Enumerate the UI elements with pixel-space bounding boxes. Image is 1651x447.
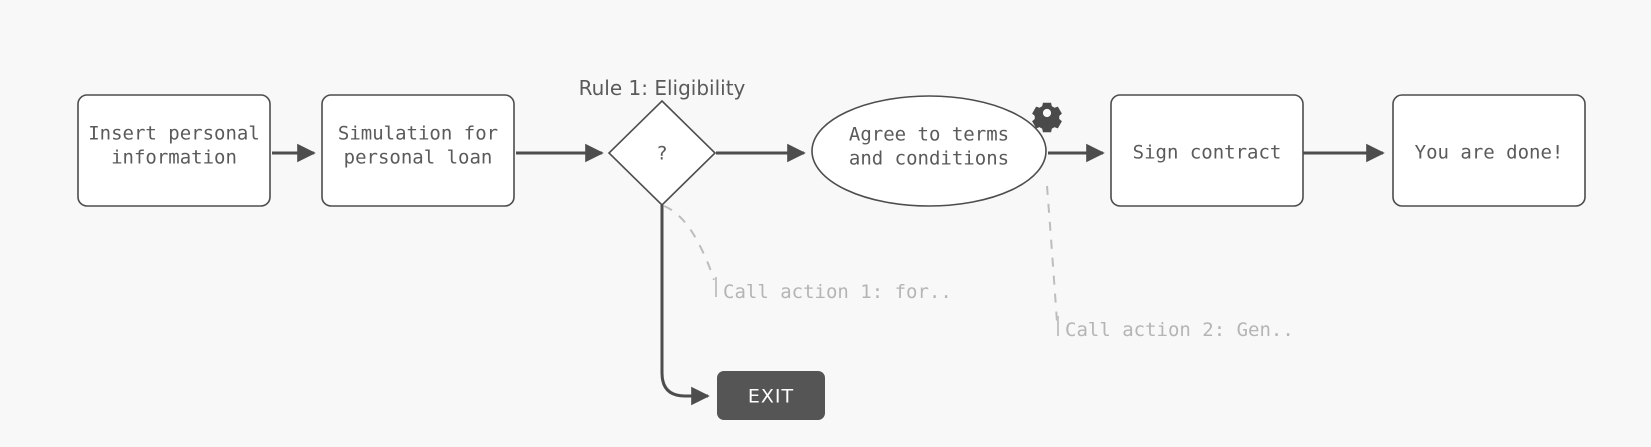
node-sign-contract-label: Sign contract (1133, 142, 1282, 164)
node-simulation-line2: personal loan (344, 147, 493, 169)
node-agree-to-terms[interactable] (811, 95, 1047, 207)
node-insert-personal-information-line1: Insert personal (88, 123, 260, 145)
exit-button-label: EXIT (748, 386, 794, 408)
decision-rule-title: Rule 1: Eligibility (579, 76, 746, 100)
gear-icon[interactable] (1032, 102, 1062, 133)
node-agree-to-terms-line2: and conditions (849, 148, 1009, 170)
node-you-are-done[interactable] (1392, 94, 1586, 207)
node-insert-personal-information[interactable] (77, 94, 271, 207)
node-decision-eligibility[interactable] (607, 99, 717, 207)
exit-button[interactable] (717, 371, 825, 420)
node-insert-personal-information-line2: information (111, 147, 237, 169)
node-simulation-line1: Simulation for (338, 123, 498, 145)
node-simulation-for-personal-loan[interactable] (321, 94, 515, 207)
connector-decision-to-exit (660, 205, 710, 406)
dashed-connector-call-action-2 (1046, 185, 1058, 323)
node-you-are-done-label: You are done! (1415, 142, 1564, 164)
node-agree-to-terms-line1: Agree to terms (849, 124, 1009, 146)
node-sign-contract[interactable] (1110, 94, 1304, 207)
dashed-connector-call-action-1 (663, 205, 715, 281)
node-decision-label: ? (656, 143, 667, 165)
annotation-call-action-2: Call action 2: Gen.. (1065, 319, 1294, 341)
annotation-call-action-1: Call action 1: for.. (723, 281, 952, 303)
